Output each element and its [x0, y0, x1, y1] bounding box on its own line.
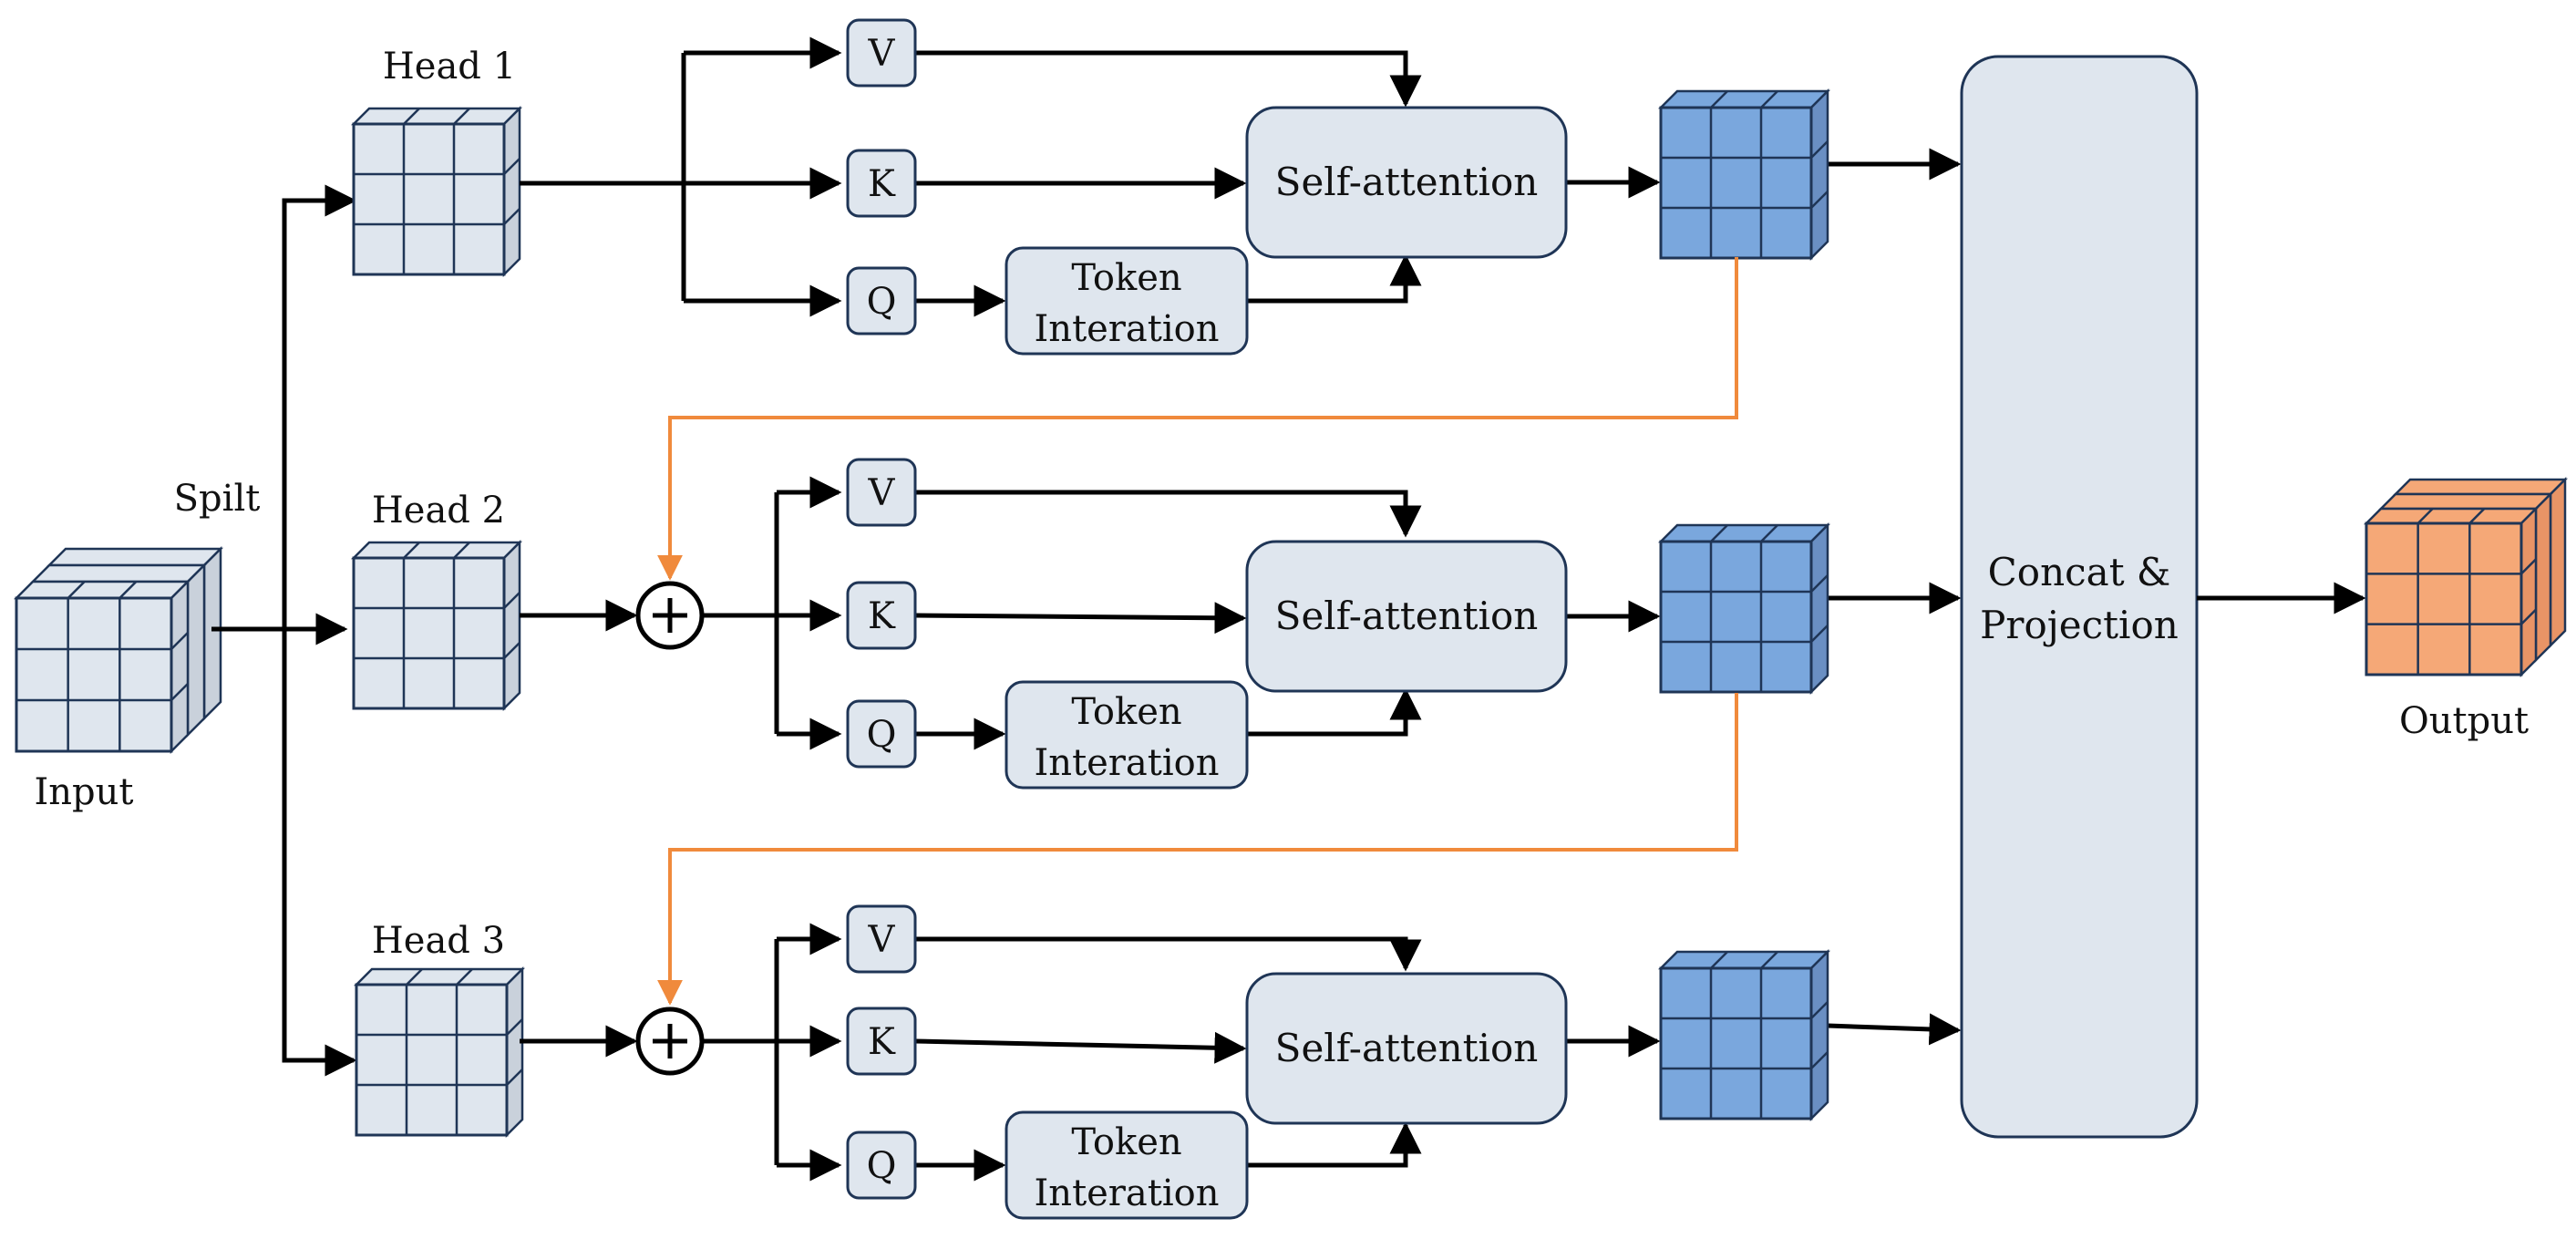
head2-cube	[350, 539, 523, 712]
self-attention-label-2: Self-attention	[1275, 594, 1539, 638]
head1-title: Head 1	[383, 46, 516, 88]
head2-connectors	[520, 476, 1962, 750]
q-box-1: Q	[846, 266, 917, 336]
self-attention-box-3: Self-attention	[1245, 972, 1568, 1125]
k-box-3: K	[846, 1007, 917, 1076]
plus-node-2	[635, 581, 705, 650]
head2-output-cube	[1657, 521, 1831, 696]
token-interaction-box-1: Token Interation	[1005, 246, 1249, 356]
q-label-1: Q	[867, 281, 897, 323]
output-cube	[2363, 476, 2569, 678]
input-cube	[13, 545, 224, 755]
token-interaction-box-3: Token Interation	[1005, 1110, 1249, 1220]
q-label-3: Q	[867, 1145, 897, 1187]
output-label: Output	[2399, 700, 2529, 742]
v-label-3: V	[868, 919, 896, 961]
concat-label-line2: Projection	[1980, 603, 2179, 647]
token-line1-1: Token	[1071, 257, 1181, 299]
concat-label-line1: Concat &	[1988, 550, 2171, 594]
q-label-2: Q	[867, 714, 897, 756]
plus-node-3	[635, 1007, 705, 1076]
v-label-2: V	[868, 472, 896, 514]
self-attention-label-3: Self-attention	[1275, 1026, 1539, 1070]
head1-cube	[350, 105, 523, 278]
token-line2-3: Interation	[1035, 1172, 1220, 1214]
token-line1-2: Token	[1071, 691, 1181, 733]
self-attention-label-1: Self-attention	[1275, 160, 1539, 204]
self-attention-box-1: Self-attention	[1245, 106, 1568, 259]
token-interaction-box-2: Token Interation	[1005, 680, 1249, 790]
head3-output-cube	[1657, 948, 1831, 1122]
k-label-3: K	[868, 1021, 896, 1063]
v-box-1: V	[846, 18, 917, 88]
head3-cube	[353, 965, 526, 1139]
token-line2-1: Interation	[1035, 308, 1220, 350]
k-label-1: K	[868, 163, 896, 205]
v-box-2: V	[846, 458, 917, 527]
k-label-2: K	[868, 595, 896, 637]
concat-projection-box: Concat & Projection	[1960, 55, 2199, 1139]
k-box-1: K	[846, 149, 917, 218]
v-label-1: V	[868, 33, 896, 75]
split-label: Spilt	[174, 478, 261, 520]
self-attention-box-2: Self-attention	[1245, 540, 1568, 693]
input-label: Input	[34, 771, 133, 813]
token-line2-2: Interation	[1035, 742, 1220, 784]
q-box-3: Q	[846, 1131, 917, 1200]
v-box-3: V	[846, 904, 917, 974]
head2-title: Head 2	[372, 490, 505, 532]
head3-title: Head 3	[372, 920, 505, 962]
q-box-2: Q	[846, 699, 917, 769]
head3-connectors	[520, 923, 1962, 1182]
orange-connectors	[657, 257, 1738, 1006]
head1-connectors	[520, 36, 1962, 317]
split-connectors	[211, 184, 357, 1077]
head1-output-cube	[1657, 88, 1831, 262]
token-line1-3: Token	[1071, 1121, 1181, 1163]
k-box-2: K	[846, 581, 917, 650]
